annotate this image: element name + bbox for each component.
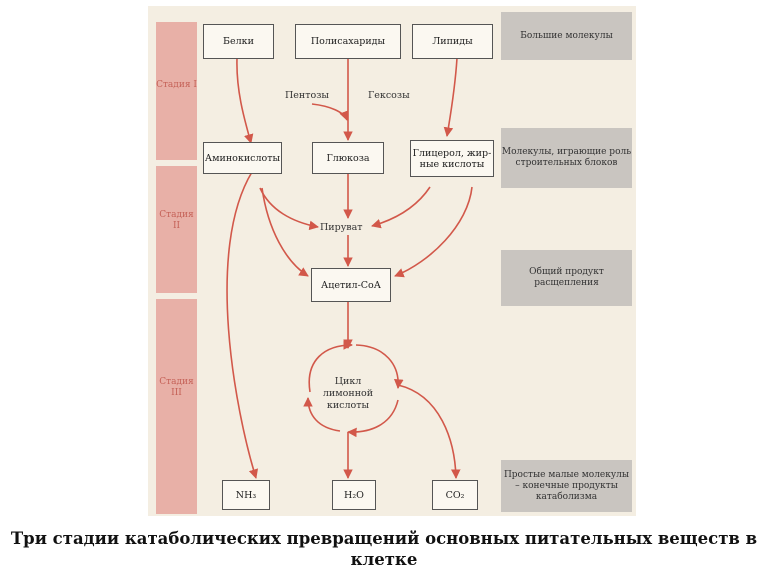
note-common-product: Общий продукт расщепления xyxy=(501,250,632,306)
note-building-blocks: Молекулы, играющие роль строительных бло… xyxy=(501,128,632,188)
node-glycerol: Глицерол, жир-ные кислоты xyxy=(410,140,494,177)
arrow-proteins-to-amino xyxy=(236,57,254,144)
arrow-pentoses-merge xyxy=(311,103,349,121)
node-lipids: Липиды xyxy=(412,24,493,59)
node-h2o: H₂O xyxy=(332,480,376,510)
stage-label-3: Стадия III xyxy=(159,377,194,398)
note-end-products: Простые малые молекулы – конечные продук… xyxy=(501,460,632,512)
label-pyruvate: Пируват xyxy=(320,222,363,233)
node-glucose: Глюкоза xyxy=(312,142,384,174)
node-amino-acids: Аминокислоты xyxy=(203,142,282,174)
stage-label-1: Стадия I xyxy=(156,80,197,90)
arrow-cycle-to-co2 xyxy=(397,384,461,479)
node-proteins: Белки xyxy=(203,24,274,59)
arrow-amino-to-nh3 xyxy=(226,171,259,479)
arrow-amino-to-acetyl xyxy=(261,187,309,277)
cycle-arc-2 xyxy=(355,344,404,389)
stage-band-1: Стадия I xyxy=(156,22,197,160)
label-citric-cycle: Цикл лимонной кислоты xyxy=(322,376,374,411)
node-acetyl-coa: Ацетил-СоА xyxy=(311,268,391,302)
cycle-arc-1 xyxy=(308,340,353,393)
figure-caption: Три стадии катаболических превращений ос… xyxy=(10,529,758,569)
stage-label-2: Стадия II xyxy=(159,210,194,231)
stage-band-3: Стадия III xyxy=(156,299,197,514)
arrow-glycerol-to-pyruvate xyxy=(371,186,431,229)
label-hexoses: Гексозы xyxy=(368,90,410,101)
arrow-lipids-to-glycerol xyxy=(443,57,458,137)
arrow-glycerol-to-acetyl xyxy=(394,186,473,278)
cycle-arc-4 xyxy=(303,397,341,432)
cycle-arc-3 xyxy=(347,399,399,438)
arrow-amino-to-pyruvate xyxy=(259,187,319,231)
label-pentoses: Пентозы xyxy=(285,90,329,101)
node-co2: CO₂ xyxy=(432,480,478,510)
stage-band-2: Стадия II xyxy=(156,166,197,293)
node-polysaccharides: Полисахариды xyxy=(295,24,401,59)
node-nh3: NH₃ xyxy=(222,480,270,510)
note-large-molecules: Большие молекулы xyxy=(501,12,632,60)
